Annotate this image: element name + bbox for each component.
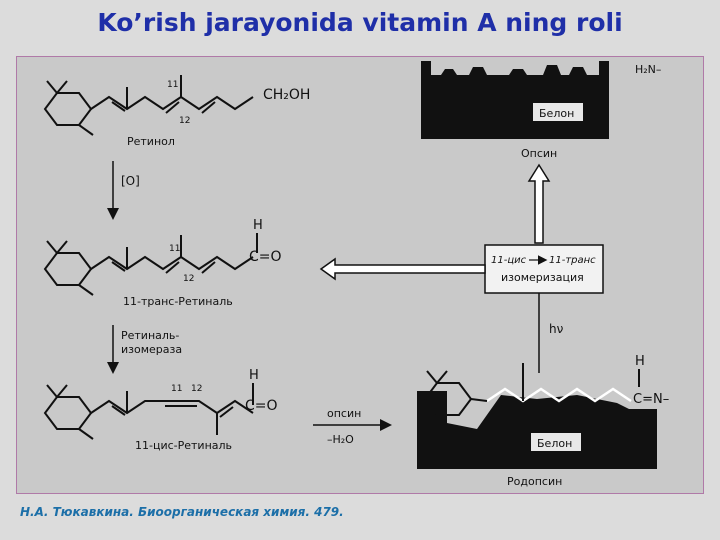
- isomerization-from: 11-цис: [491, 255, 527, 266]
- opsin-amine: H₂N–: [635, 63, 661, 76]
- slide-title: Ko’rish jarayonida vitamin A ning roli: [97, 8, 623, 37]
- trans-retinal-carbonyl: C=O: [249, 249, 282, 265]
- trans-retinal-c11: 11: [169, 244, 180, 254]
- condensation-top: опсин: [327, 407, 361, 420]
- opsin-caption: Опсин: [521, 147, 557, 160]
- source-citation: Н.А. Тюкавкина. Биоорганическая химия. 4…: [20, 505, 344, 519]
- rhodopsin-ring: [423, 363, 640, 416]
- isomerase-label-2: изомераза: [121, 343, 182, 356]
- rhodopsin-protein-label: Белон: [537, 437, 572, 450]
- rhodopsin-caption: Родопсин: [507, 475, 562, 488]
- opsin-protein: [421, 61, 609, 139]
- diagram-panel: CH₂OH 11 12 Ретинол [O] H C=O 11 12 11-т…: [16, 56, 704, 494]
- cis-retinal-h: H: [249, 368, 259, 383]
- light-label: hν: [549, 322, 564, 336]
- trans-retinal-h: H: [253, 218, 263, 233]
- isomerization-box: [484, 244, 604, 294]
- vision-cycle-diagram: CH₂OH 11 12 Ретинол [O] H C=O 11 12 11-т…: [43, 61, 669, 488]
- retinol-label: Ретинол: [127, 135, 175, 148]
- cis-retinal-c11: 11: [171, 384, 182, 394]
- rhodopsin-schiff-base: C=N–: [633, 392, 669, 407]
- condensation-bottom: –H₂O: [327, 433, 354, 446]
- rhodopsin-chromophore: [486, 387, 632, 403]
- rhodopsin-h: H: [635, 354, 645, 369]
- oxidation-label: [O]: [121, 174, 140, 188]
- cis-retinal-label: 11-цис-Ретиналь: [135, 439, 232, 452]
- isomerization-label: изомеризация: [501, 271, 584, 284]
- isomerization-to: 11-транс: [549, 255, 596, 266]
- retinol-structure: [43, 75, 254, 136]
- trans-retinal-c12: 12: [183, 274, 194, 284]
- to-opsin-arrow: [527, 163, 551, 244]
- trans-retinal-structure: [43, 233, 258, 296]
- cis-retinal-structure: [43, 383, 254, 440]
- opsin-protein-label: Белон: [539, 107, 574, 120]
- retinol-c12: 12: [179, 116, 190, 126]
- isomerase-label-1: Ретиналь-: [121, 329, 179, 342]
- cis-retinal-carbonyl: C=O: [245, 398, 278, 414]
- retinol-group: CH₂OH: [263, 87, 310, 103]
- rhodopsin-protein: [417, 391, 657, 469]
- retinol-c11: 11: [167, 80, 178, 90]
- trans-retinal-label: 11-транс-Ретиналь: [123, 295, 233, 308]
- cis-retinal-c12: 12: [191, 384, 202, 394]
- to-trans-retinal-arrow: [319, 257, 486, 281]
